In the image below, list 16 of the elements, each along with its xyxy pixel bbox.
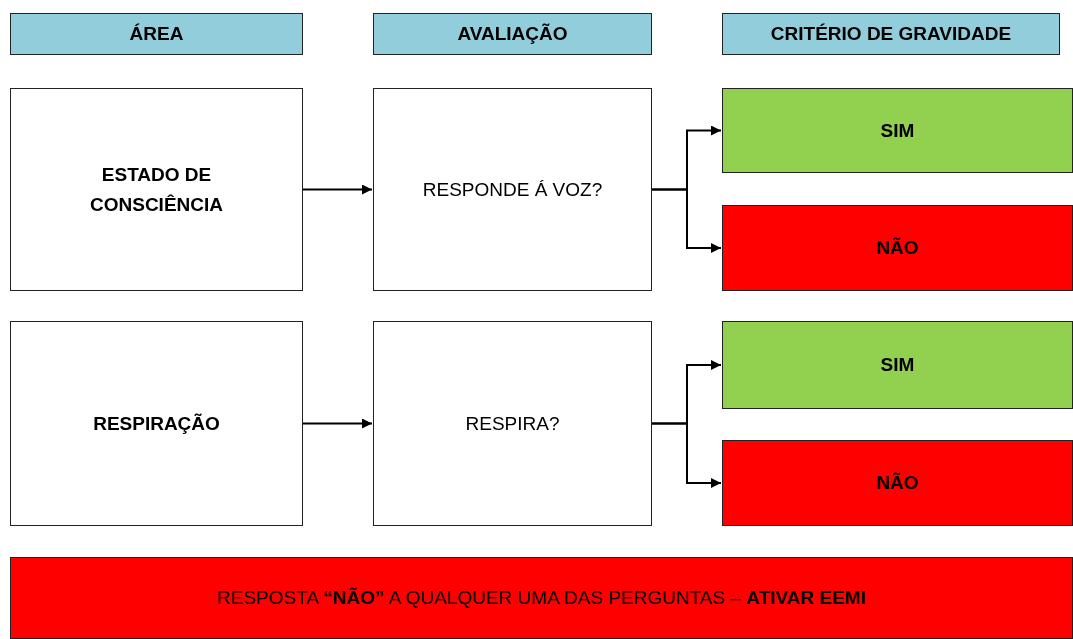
arrow (651, 422, 722, 488)
column-header: CRITÉRIO DE GRAVIDADE (722, 13, 1060, 55)
arrow (302, 418, 373, 429)
answer-box: SIM (722, 88, 1073, 173)
area-box: RESPIRAÇÃO (10, 321, 303, 526)
question-box: RESPONDE Á VOZ? (373, 88, 652, 291)
area-box: ESTADO DE CONSCIÊNCIA (10, 88, 303, 291)
answer-box: NÃO (722, 205, 1073, 291)
answer-box: NÃO (722, 440, 1073, 526)
question-box: RESPIRA? (373, 321, 652, 526)
arrow (651, 188, 722, 253)
arrow (302, 184, 373, 195)
column-header: ÁREA (10, 13, 303, 55)
alert-banner: RESPOSTA “NÃO” A QUALQUER UMA DAS PERGUNTAS – ATIVAR EEMI (10, 557, 1073, 639)
answer-box: SIM (722, 321, 1073, 409)
column-header: AVALIAÇÃO (373, 13, 652, 55)
